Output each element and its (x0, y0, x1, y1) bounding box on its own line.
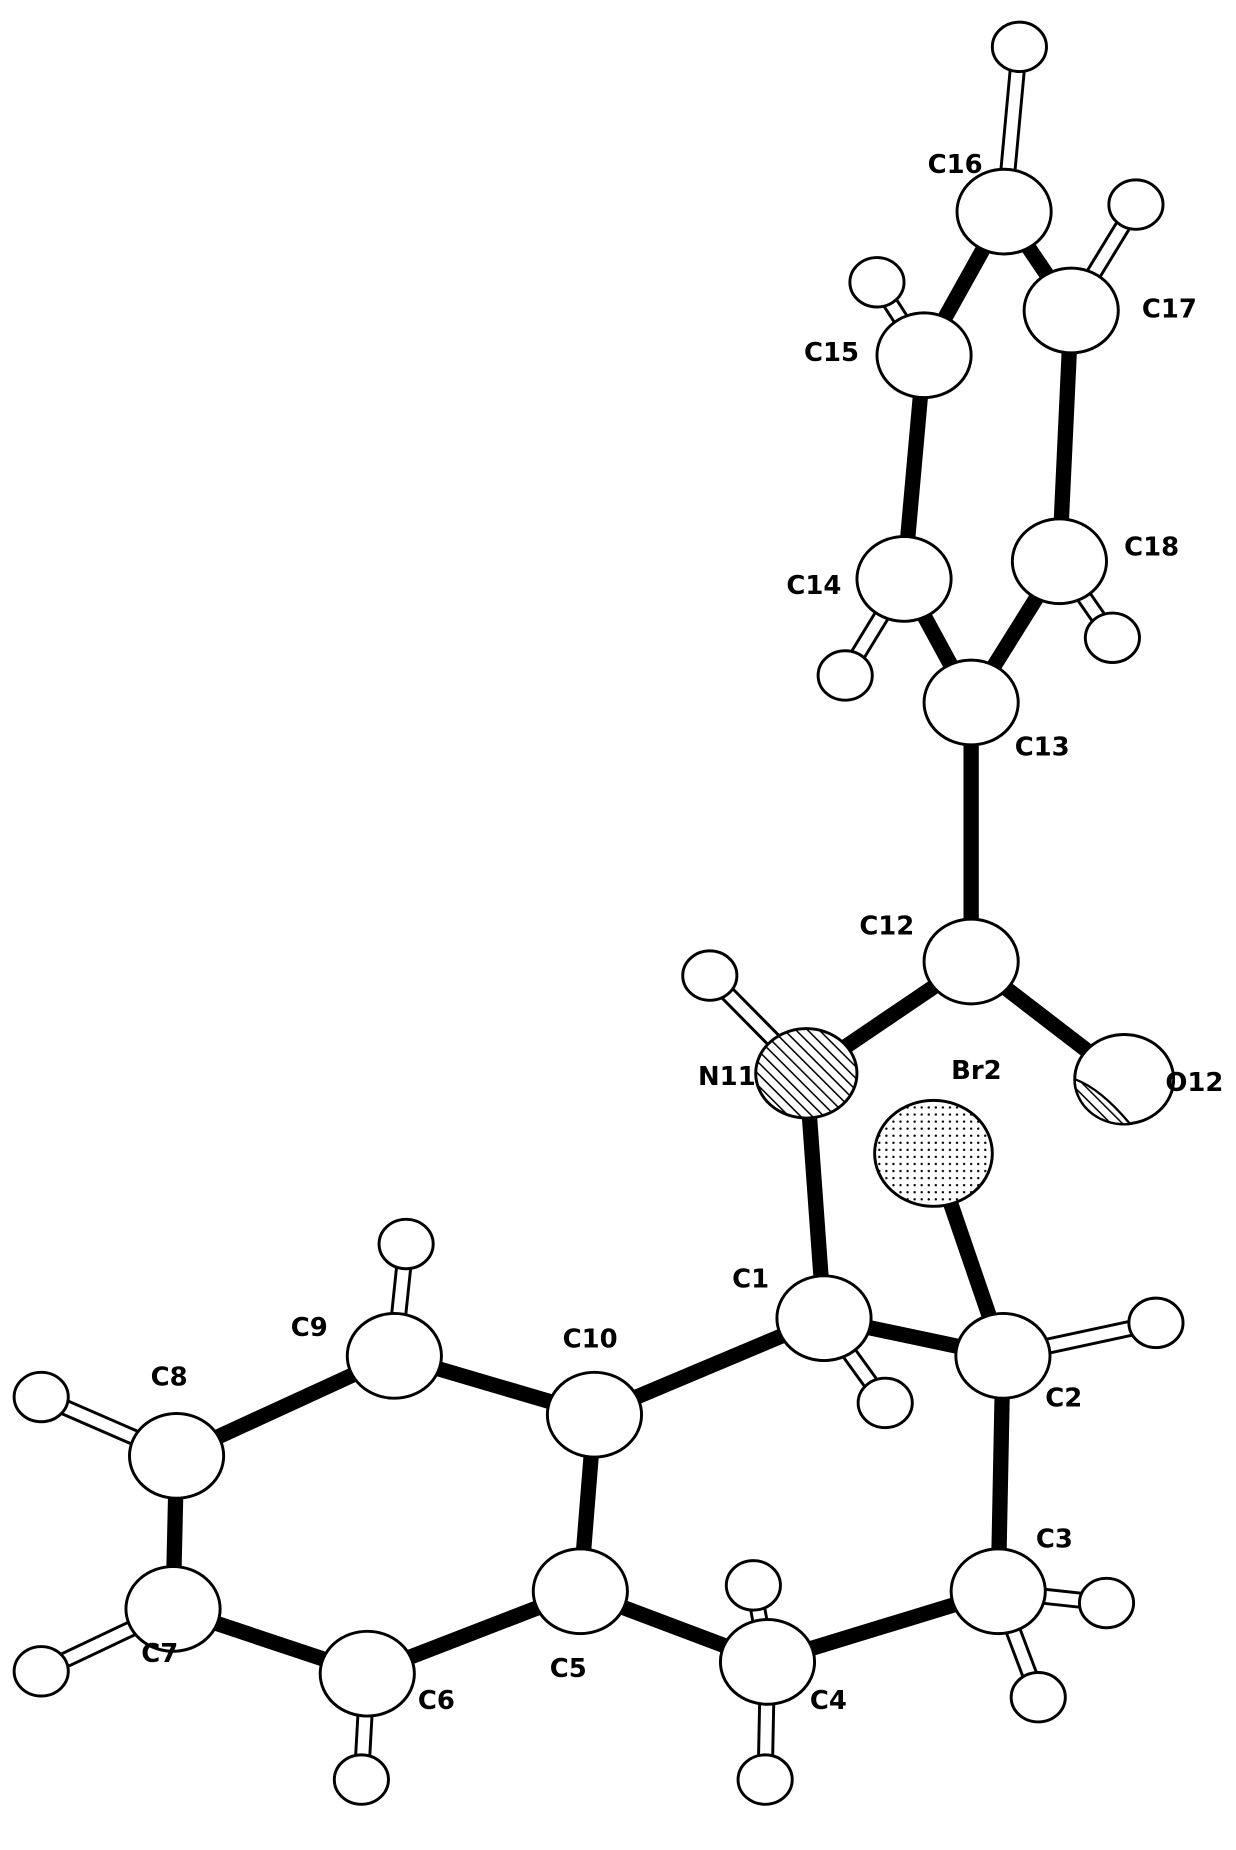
atom-label-c10: C10 (563, 1325, 618, 1355)
atom-c9 (345, 1311, 443, 1400)
atom-c18 (1010, 517, 1108, 606)
atom-label-c1: C1 (732, 1265, 769, 1295)
atom-label-c5: C5 (550, 1654, 587, 1684)
hydrogen-atom (377, 1217, 435, 1271)
atom-label-c15: C15 (804, 338, 859, 368)
atom-label-c6: C6 (418, 1686, 455, 1716)
atom-label-c17: C17 (1142, 295, 1197, 325)
atom-c1 (775, 1274, 873, 1363)
hydrogen-atom (681, 949, 739, 1002)
atom-c2 (954, 1311, 1052, 1400)
hydrogen-bonds (36, 44, 1160, 1782)
atom-label-c14: C14 (786, 571, 841, 601)
atom-c12 (922, 917, 1020, 1006)
atom-c14 (855, 535, 953, 623)
atom-label-c9: C9 (291, 1313, 328, 1343)
hydrogen-atom (816, 649, 874, 702)
atom-n11 (754, 1027, 859, 1120)
atom-c4 (718, 1618, 817, 1706)
hydrogen-atom (848, 256, 906, 309)
atom-label-o12: O12 (1165, 1068, 1223, 1098)
atom-label-c18: C18 (1124, 532, 1179, 562)
atom-label-c16: C16 (928, 150, 983, 180)
atom-c17 (1022, 266, 1120, 355)
atom-c8 (128, 1412, 226, 1500)
atom-label-c4: C4 (810, 1686, 847, 1716)
hydrogen-atom (1077, 1576, 1136, 1630)
atom-c5 (531, 1547, 629, 1636)
hydrogen-atom (1083, 611, 1141, 664)
hydrogen-atom (1009, 1671, 1067, 1724)
hydrogen-atom (1127, 1296, 1185, 1350)
atom-c6 (318, 1629, 416, 1718)
heavy-atoms (124, 167, 1176, 1718)
hydrogen-atom (12, 1645, 70, 1698)
hydrogen-atom (332, 1753, 390, 1806)
hydrogen-atom (736, 1753, 794, 1806)
atom-c10 (545, 1370, 644, 1459)
atom-o12 (1073, 1033, 1176, 1126)
hydrogen-atom (856, 1376, 914, 1430)
hydrogen-atom (12, 1370, 70, 1424)
atom-label-n11: N11 (698, 1062, 756, 1092)
atom-c3 (949, 1547, 1047, 1636)
hydrogen-atom (1107, 178, 1165, 231)
atom-label-c7: C7 (141, 1639, 178, 1669)
atom-label-c13: C13 (1015, 732, 1070, 762)
atom-label-c2: C2 (1045, 1383, 1082, 1413)
atom-c7 (124, 1565, 222, 1653)
hydrogen-atom (990, 20, 1048, 74)
atom-c16 (955, 167, 1053, 256)
atom-label-c3: C3 (1036, 1525, 1073, 1555)
atom-label-c8: C8 (151, 1362, 188, 1392)
atom-c15 (875, 311, 973, 400)
atom-label-br2: Br2 (951, 1056, 1002, 1086)
hydrogen-atoms (12, 20, 1185, 1806)
atom-label-c12: C12 (859, 911, 914, 941)
atom-c13 (922, 658, 1020, 747)
atom-br2 (873, 1098, 994, 1208)
hydrogen-atom (724, 1559, 782, 1612)
